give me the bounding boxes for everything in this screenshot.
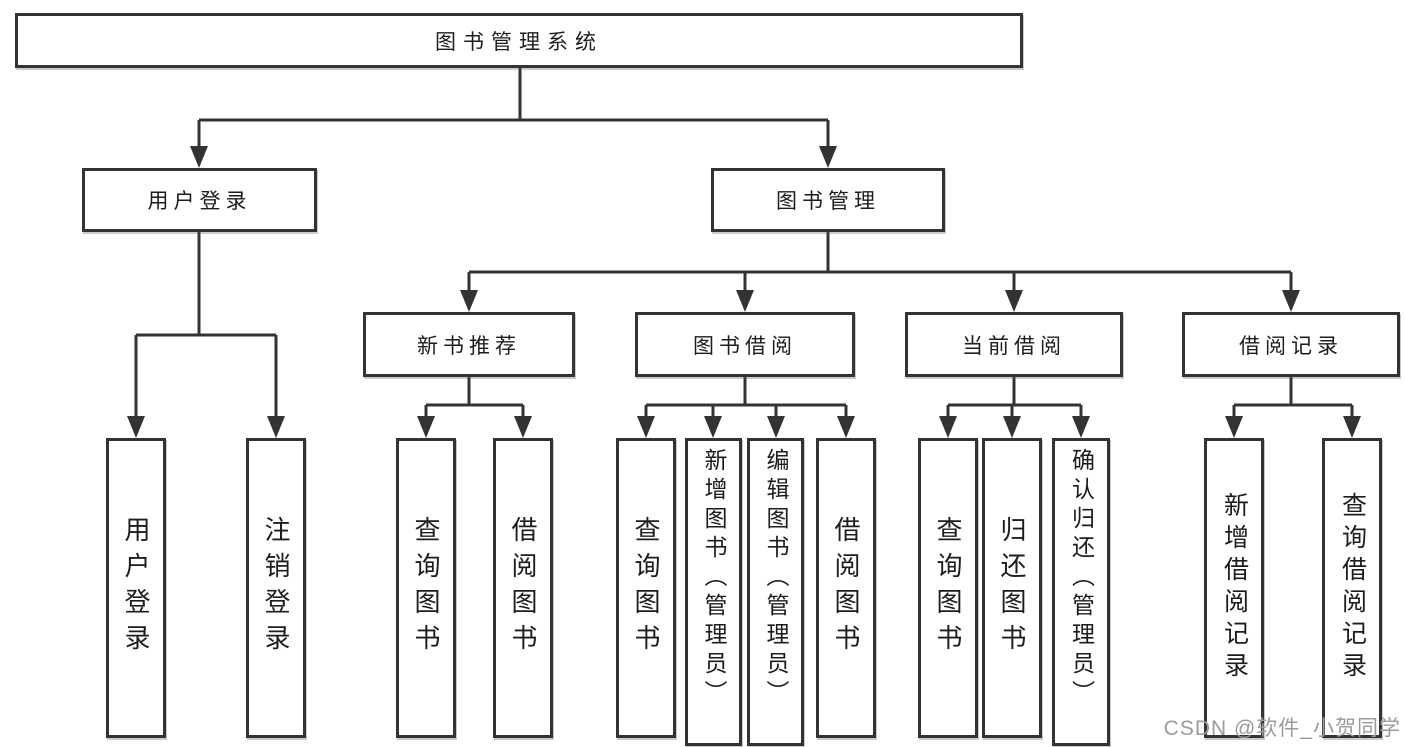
arrowhead	[939, 416, 957, 438]
arrowhead	[514, 416, 532, 438]
leaf-current-query-books: 查询图书	[918, 438, 978, 738]
node-borrow-records: 借阅记录	[1182, 312, 1400, 377]
node-book-management: 图书管理	[711, 168, 945, 232]
connector-current-borrow	[946, 377, 1083, 420]
connector-book-borrow	[644, 377, 848, 420]
leaf-newrec-borrow-books: 借阅图书	[493, 438, 553, 738]
arrowhead	[704, 416, 722, 438]
node-label: 借阅记录	[1239, 334, 1343, 358]
node-label: 图书借阅	[693, 334, 797, 358]
arrowhead	[736, 290, 754, 312]
node-new-book-recommend: 新书推荐	[363, 312, 575, 377]
leaf-borrow-edit-books-admin: 编辑图书（管理员）	[747, 438, 804, 746]
node-label: 当前借阅	[962, 334, 1066, 358]
leaf-borrow-borrow-books: 借阅图书	[816, 438, 876, 738]
connector-user-login	[134, 232, 278, 418]
arrowhead	[1225, 416, 1243, 438]
leaf-current-return-books: 归还图书	[982, 438, 1042, 738]
arrowhead	[1003, 416, 1021, 438]
node-label: 注销登录	[261, 516, 291, 660]
node-label: 新书推荐	[417, 334, 521, 358]
arrowhead	[417, 416, 435, 438]
arrowhead	[127, 416, 145, 438]
node-label: 新增图书（管理员）	[701, 448, 727, 709]
connector-borrow-records	[1232, 377, 1354, 420]
node-label: 查询图书	[411, 516, 441, 660]
node-label: 编辑图书（管理员）	[763, 448, 789, 709]
watermark-text: CSDN @软件_小贺同学	[1163, 717, 1401, 740]
node-label: 借阅图书	[508, 516, 538, 660]
leaf-records-add-record: 新增借阅记录	[1204, 438, 1264, 738]
node-book-borrow: 图书借阅	[635, 312, 855, 377]
leaf-logout: 注销登录	[246, 438, 306, 738]
arrowhead	[837, 416, 855, 438]
node-current-borrow: 当前借阅	[905, 312, 1123, 377]
arrowhead	[767, 416, 785, 438]
connector-new-book-recommend	[424, 377, 525, 420]
node-label: 图书管理系统	[435, 30, 603, 54]
node-root: 图书管理系统	[15, 13, 1023, 68]
leaf-borrow-add-books-admin: 新增图书（管理员）	[685, 438, 742, 746]
arrowhead	[1282, 290, 1300, 312]
connector-root	[197, 68, 830, 150]
arrowhead	[190, 146, 208, 168]
arrowhead	[637, 416, 655, 438]
node-label: 用户登录	[147, 190, 252, 213]
node-label: 查询图书	[631, 516, 661, 660]
node-label: 图书管理	[776, 190, 880, 213]
node-label: 查询图书	[933, 516, 963, 660]
leaf-borrow-query-books: 查询图书	[616, 438, 676, 738]
arrowhead	[267, 416, 285, 438]
node-label: 确认归还（管理员）	[1068, 448, 1095, 709]
arrowhead	[819, 146, 837, 168]
node-label: 用户登录	[121, 516, 151, 660]
arrowhead	[1343, 416, 1361, 438]
node-label: 借阅图书	[831, 516, 861, 660]
node-user-login: 用户登录	[82, 168, 317, 232]
node-label: 新增借阅记录	[1220, 492, 1249, 684]
node-label: 查询借阅记录	[1338, 492, 1367, 684]
arrowhead	[460, 290, 478, 312]
node-label: 归还图书	[997, 516, 1027, 660]
leaf-user-login: 用户登录	[106, 438, 166, 738]
leaf-records-query-record: 查询借阅记录	[1322, 438, 1382, 738]
leaf-newrec-query-books: 查询图书	[396, 438, 456, 738]
arrowhead	[1005, 290, 1023, 312]
arrowhead	[1072, 416, 1090, 438]
leaf-current-confirm-return-admin: 确认归还（管理员）	[1052, 438, 1110, 746]
connector-book-management	[467, 232, 1293, 294]
